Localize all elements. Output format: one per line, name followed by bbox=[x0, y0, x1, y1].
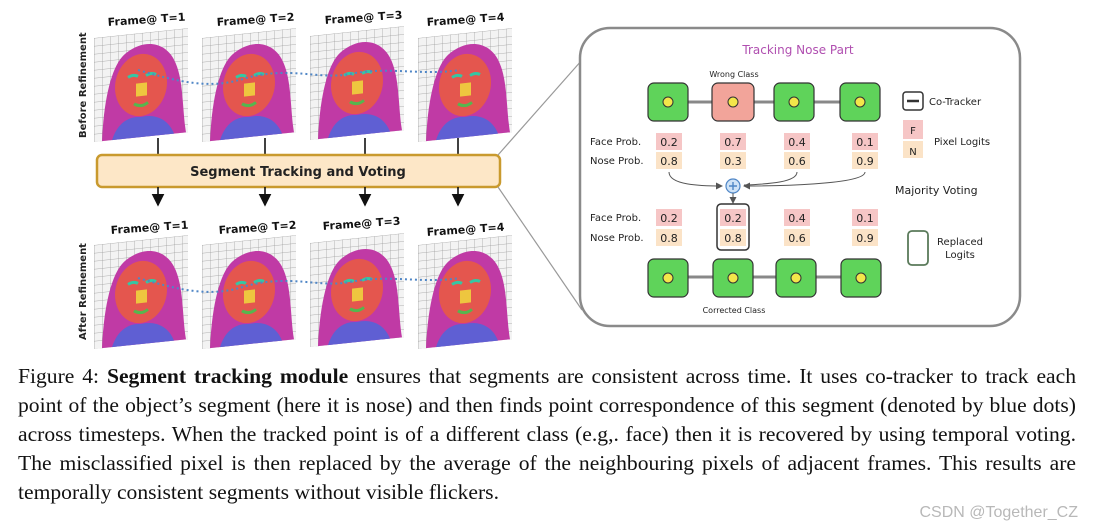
replaced-logits-box bbox=[716, 203, 750, 251]
nose-prob-label: Nose Prob. bbox=[590, 156, 644, 167]
nose-prob-value: 0.6 bbox=[788, 232, 806, 245]
node-row-top bbox=[647, 82, 881, 122]
face-prob-value: 0.4 bbox=[788, 136, 806, 149]
frame-image bbox=[416, 233, 514, 351]
frame-title: Frame@ T=2 bbox=[216, 11, 295, 29]
legend-replaced: Replaced bbox=[937, 237, 983, 248]
prob-table-bottom: 0.2 0.8 0.2 0.8 0.4 0.6 0.1 0.9 bbox=[656, 203, 878, 251]
nose-prob-value: 0.8 bbox=[660, 232, 678, 245]
face-prob-label: Face Prob. bbox=[590, 137, 641, 148]
frame-title: Frame@ T=4 bbox=[426, 11, 505, 29]
frame-image bbox=[200, 26, 298, 144]
face-prob-label: Face Prob. bbox=[590, 213, 641, 224]
frame-title: Frame@ T=2 bbox=[218, 219, 297, 237]
wrong-class-label: Wrong Class bbox=[709, 70, 758, 79]
nose-prob-label: Nose Prob. bbox=[590, 233, 644, 244]
replaced-logits-icon bbox=[907, 230, 929, 266]
face-prob-value: 0.1 bbox=[856, 212, 874, 225]
frame-image bbox=[308, 24, 406, 142]
nose-prob-value: 0.3 bbox=[724, 155, 742, 168]
label-before-refinement: Before Refinement bbox=[78, 32, 89, 138]
frames-top: Frame@ T=1 Frame@ T=2 Frame@ T=3 Frame@ … bbox=[92, 9, 514, 144]
frame-title: Frame@ T=3 bbox=[322, 215, 401, 233]
frame-image bbox=[416, 26, 514, 144]
frame-image bbox=[308, 231, 406, 349]
nose-prob-value: 0.9 bbox=[856, 232, 874, 245]
figure: Before Refinement After Refinement Frame… bbox=[78, 9, 1022, 351]
segment-box-label: Segment Tracking and Voting bbox=[190, 165, 406, 180]
panel-title: Tracking Nose Part bbox=[741, 43, 854, 57]
segment-tracking-box: Segment Tracking and Voting bbox=[95, 138, 502, 207]
legend-logits: Logits bbox=[945, 250, 975, 261]
face-prob-value: 0.2 bbox=[660, 136, 678, 149]
legend: Co-Tracker F N Pixel Logits Majority Vot… bbox=[895, 91, 990, 266]
nose-prob-value: 0.8 bbox=[660, 155, 678, 168]
frame-image bbox=[92, 233, 190, 351]
frame-title: Frame@ T=1 bbox=[107, 11, 186, 29]
frames-bottom: Frame@ T=1 Frame@ T=2 Frame@ T=3 Frame@ … bbox=[92, 215, 514, 351]
watermark: CSDN @Together_CZ bbox=[919, 504, 1078, 521]
legend-pixel-logits: Pixel Logits bbox=[934, 137, 990, 148]
legend-f: F bbox=[910, 126, 916, 137]
frame-title: Frame@ T=3 bbox=[324, 9, 403, 27]
node-row-bottom bbox=[647, 258, 882, 298]
corrected-class-label: Corrected Class bbox=[703, 306, 766, 315]
legend-majority-voting: Majority Voting bbox=[895, 184, 978, 197]
face-prob-value: 0.2 bbox=[660, 212, 678, 225]
face-prob-value: 0.1 bbox=[856, 136, 874, 149]
caption-text: ensures that segments are consistent acr… bbox=[18, 364, 1076, 504]
nose-prob-value: 0.8 bbox=[724, 232, 742, 245]
caption-bold: Segment tracking module bbox=[106, 364, 349, 388]
caption-label: Figure 4: bbox=[18, 364, 100, 388]
frame-image bbox=[92, 26, 190, 144]
figure-caption: Figure 4: Segment tracking module ensure… bbox=[18, 362, 1076, 507]
frame-image bbox=[200, 233, 298, 351]
legend-n: N bbox=[909, 147, 916, 158]
label-after-refinement: After Refinement bbox=[78, 243, 89, 340]
face-prob-value: 0.4 bbox=[788, 212, 806, 225]
legend-co-tracker: Co-Tracker bbox=[929, 97, 982, 108]
nose-prob-value: 0.9 bbox=[856, 155, 874, 168]
nose-prob-value: 0.6 bbox=[788, 155, 806, 168]
face-prob-value: 0.2 bbox=[724, 212, 742, 225]
tracking-panel: Tracking Nose Part Wrong Class Face Prob… bbox=[578, 26, 1022, 328]
face-prob-value: 0.7 bbox=[724, 136, 742, 149]
frame-title: Frame@ T=4 bbox=[426, 221, 505, 239]
frame-title: Frame@ T=1 bbox=[110, 219, 189, 237]
prob-table-top: 0.2 0.8 0.7 0.3 0.4 0.6 0.1 0.9 bbox=[656, 133, 878, 169]
